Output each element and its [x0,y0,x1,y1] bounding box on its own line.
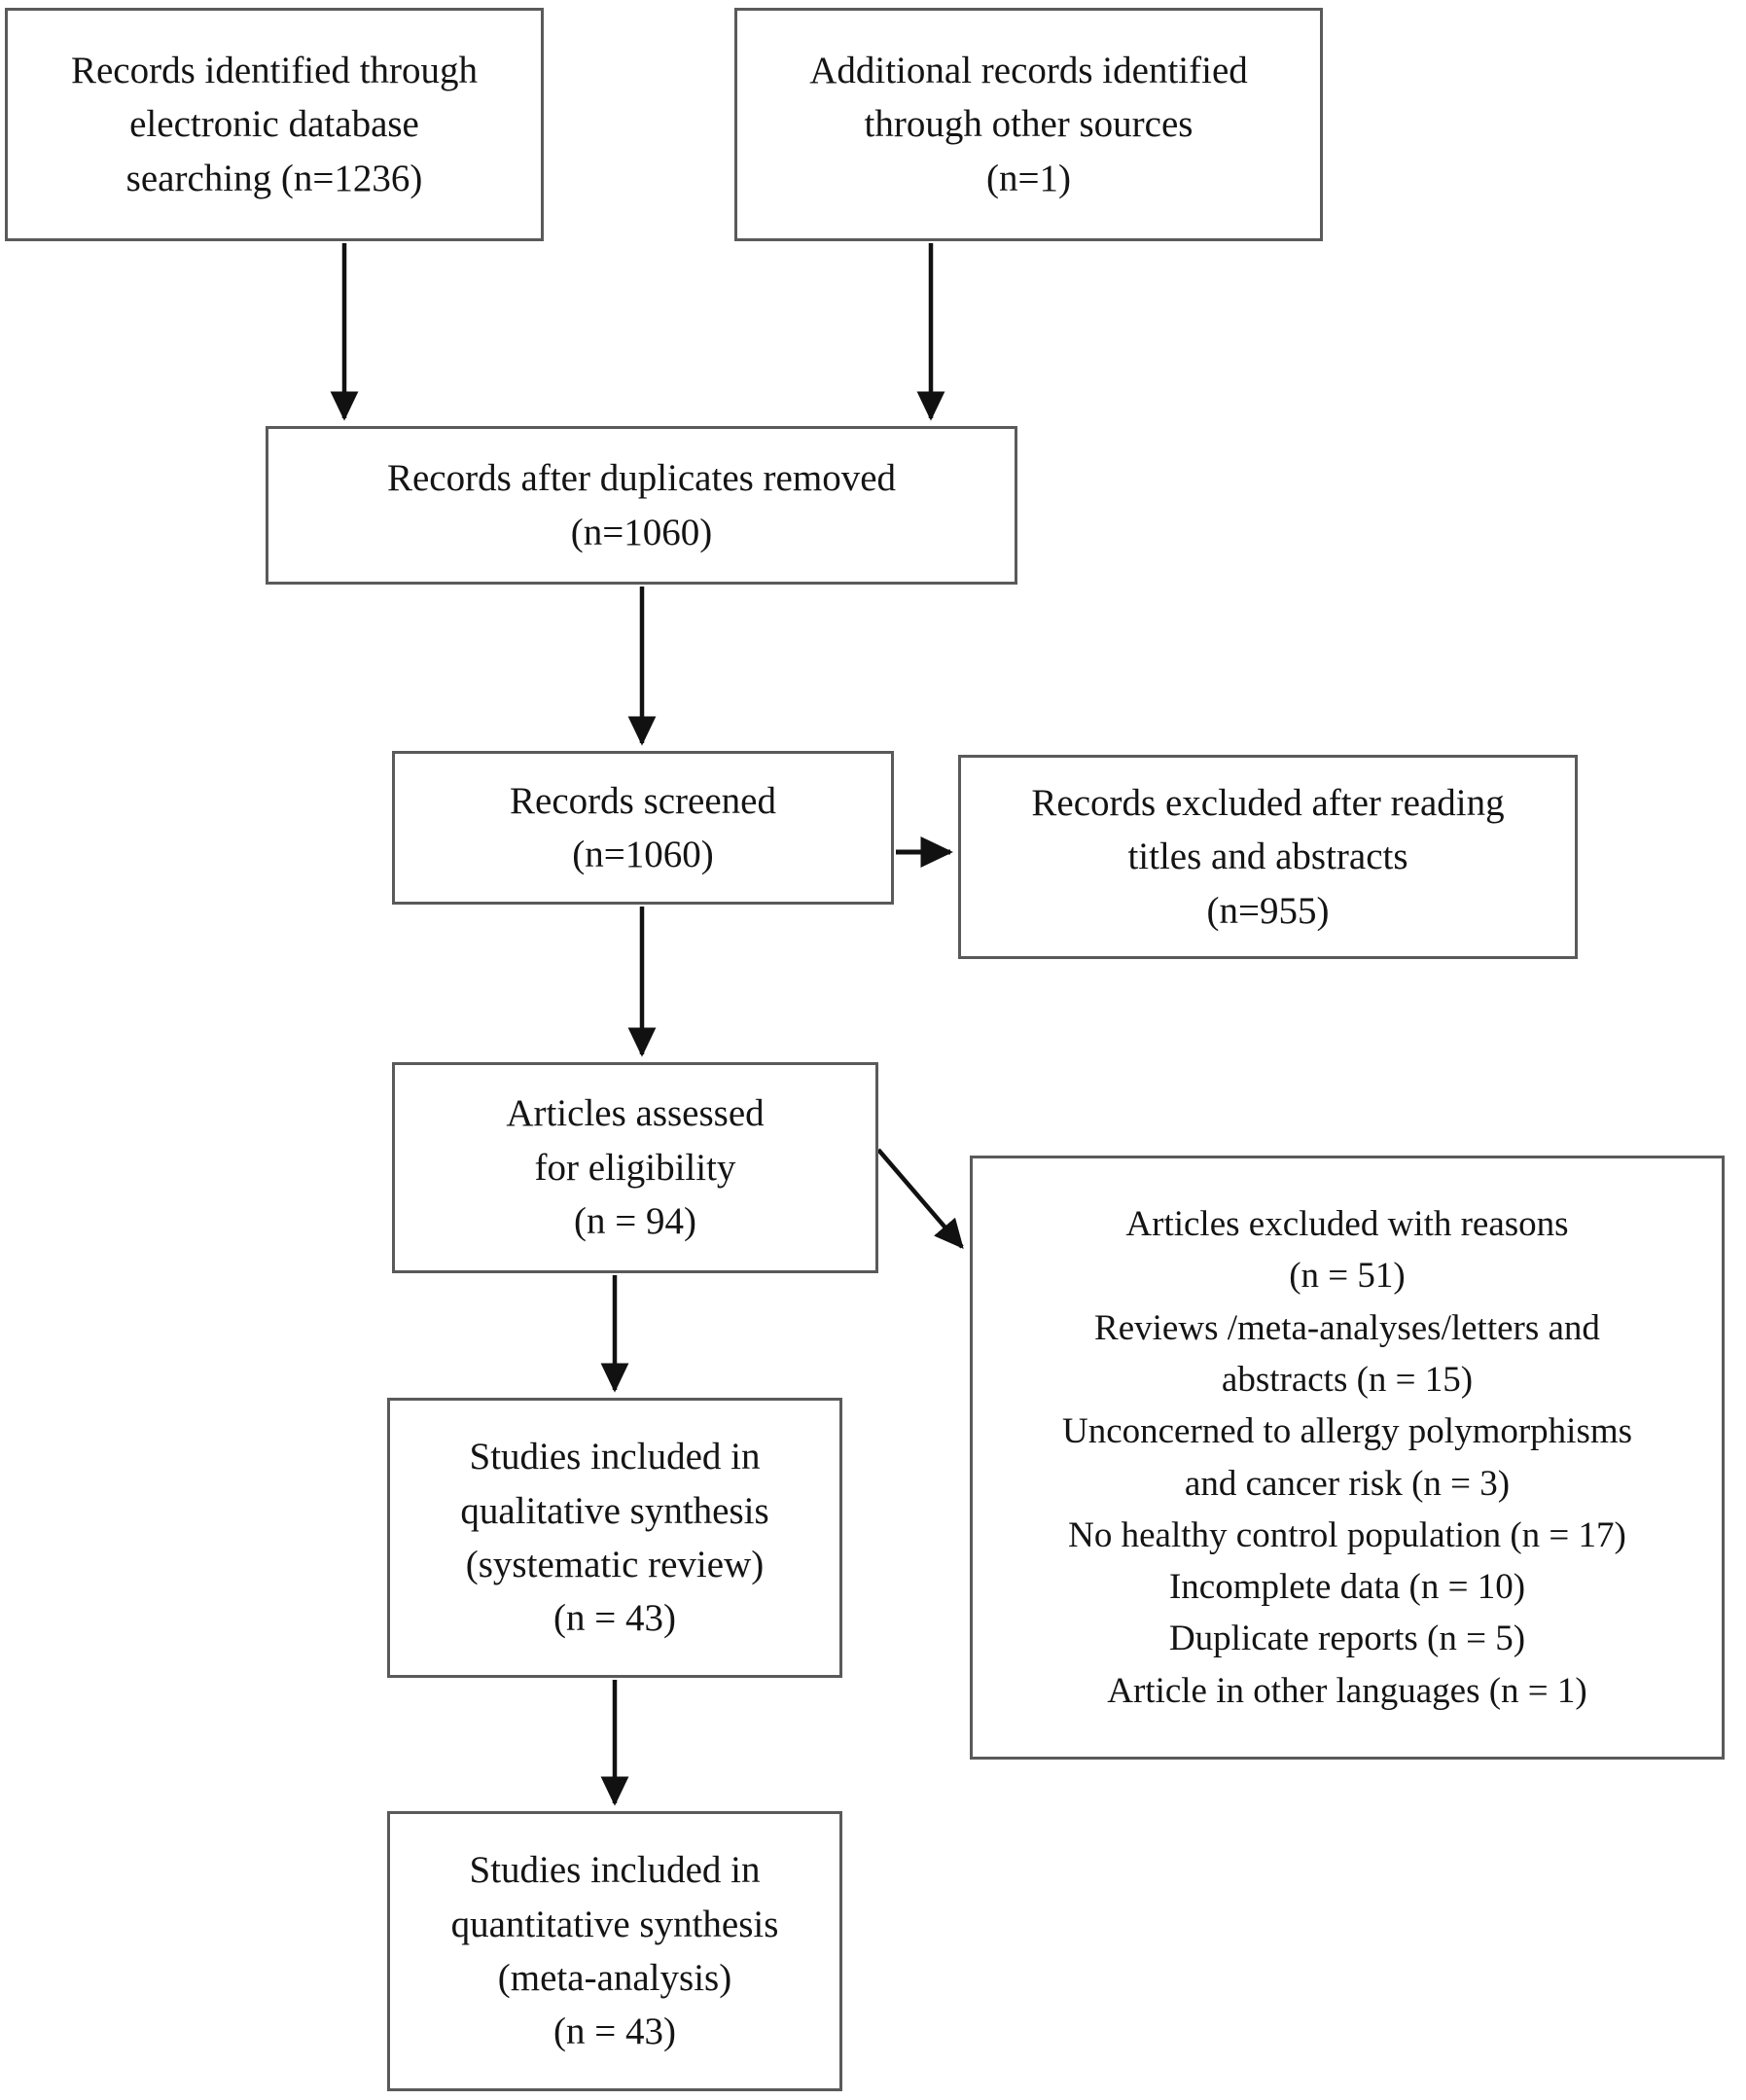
box-line: (n=955) [1206,889,1330,932]
box-line: quantitative synthesis [450,1903,779,1945]
box-line: searching (n=1236) [125,157,423,199]
box-line: Articles excluded with reasons [1125,1204,1569,1245]
articles-excluded-reasons-box: Articles excluded with reasons (n = 51) … [970,1156,1725,1760]
box-line: Studies included in [469,1849,761,1892]
box-line: Records excluded after reading [1031,781,1505,824]
studies-qualitative-box: Studies included in qualitative synthesi… [387,1398,842,1678]
box-line: Unconcerned to allergy polymorphisms [1061,1411,1633,1452]
box-line: (n=1) [986,157,1071,199]
box-line: (systematic review) [465,1544,765,1585]
records-excluded-box: Records excluded after reading titles an… [958,755,1578,959]
box-line: titles and abstracts [1127,836,1408,878]
box-line: electronic database [129,103,419,146]
box-line: Records screened [510,779,776,822]
box-line: (n=1060) [572,834,714,875]
box-line: Studies included in [469,1436,761,1478]
additional-records-box: Additional records identified through ot… [734,8,1323,241]
box-line: No healthy control population (n = 17) [1068,1514,1626,1555]
box-line: Records after duplicates removed [386,457,897,500]
studies-quantitative-box: Studies included in quantitative synthes… [387,1811,842,2091]
box-line: Incomplete data (n = 10) [1168,1567,1526,1608]
box-line: Duplicate reports (n = 5) [1168,1619,1526,1659]
box-line: Additional records identified [809,49,1248,91]
records-screened-box: Records screened (n=1060) [392,751,894,905]
box-line: (n=1060) [570,511,713,553]
box-line: for eligibility [534,1146,736,1189]
box-line: and cancer risk (n = 3) [1184,1463,1511,1504]
box-line: (n = 43) [553,2011,676,2053]
box-line: (n = 43) [553,1597,676,1640]
records-identified-box: Records identified through electronic da… [5,8,544,241]
box-line: (n = 94) [574,1200,696,1243]
records-after-duplicates-box: Records after duplicates removed (n=1060… [266,426,1017,585]
box-line: Article in other languages (n = 1) [1107,1670,1587,1711]
box-line: abstracts (n = 15) [1221,1359,1474,1400]
box-line: Reviews /meta-analyses/letters and [1094,1307,1600,1348]
box-line: (n = 51) [1289,1256,1406,1297]
articles-assessed-box: Articles assessed for eligibility (n = 9… [392,1062,878,1273]
box-line: Records identified through [70,49,479,91]
box-line: Articles assessed [506,1092,765,1135]
box-line: qualitative synthesis [460,1489,769,1532]
box-line: through other sources [864,103,1194,146]
edge-eligibility-to-articles-excluded [876,1148,964,1249]
box-line: (meta-analysis) [497,1957,732,1999]
